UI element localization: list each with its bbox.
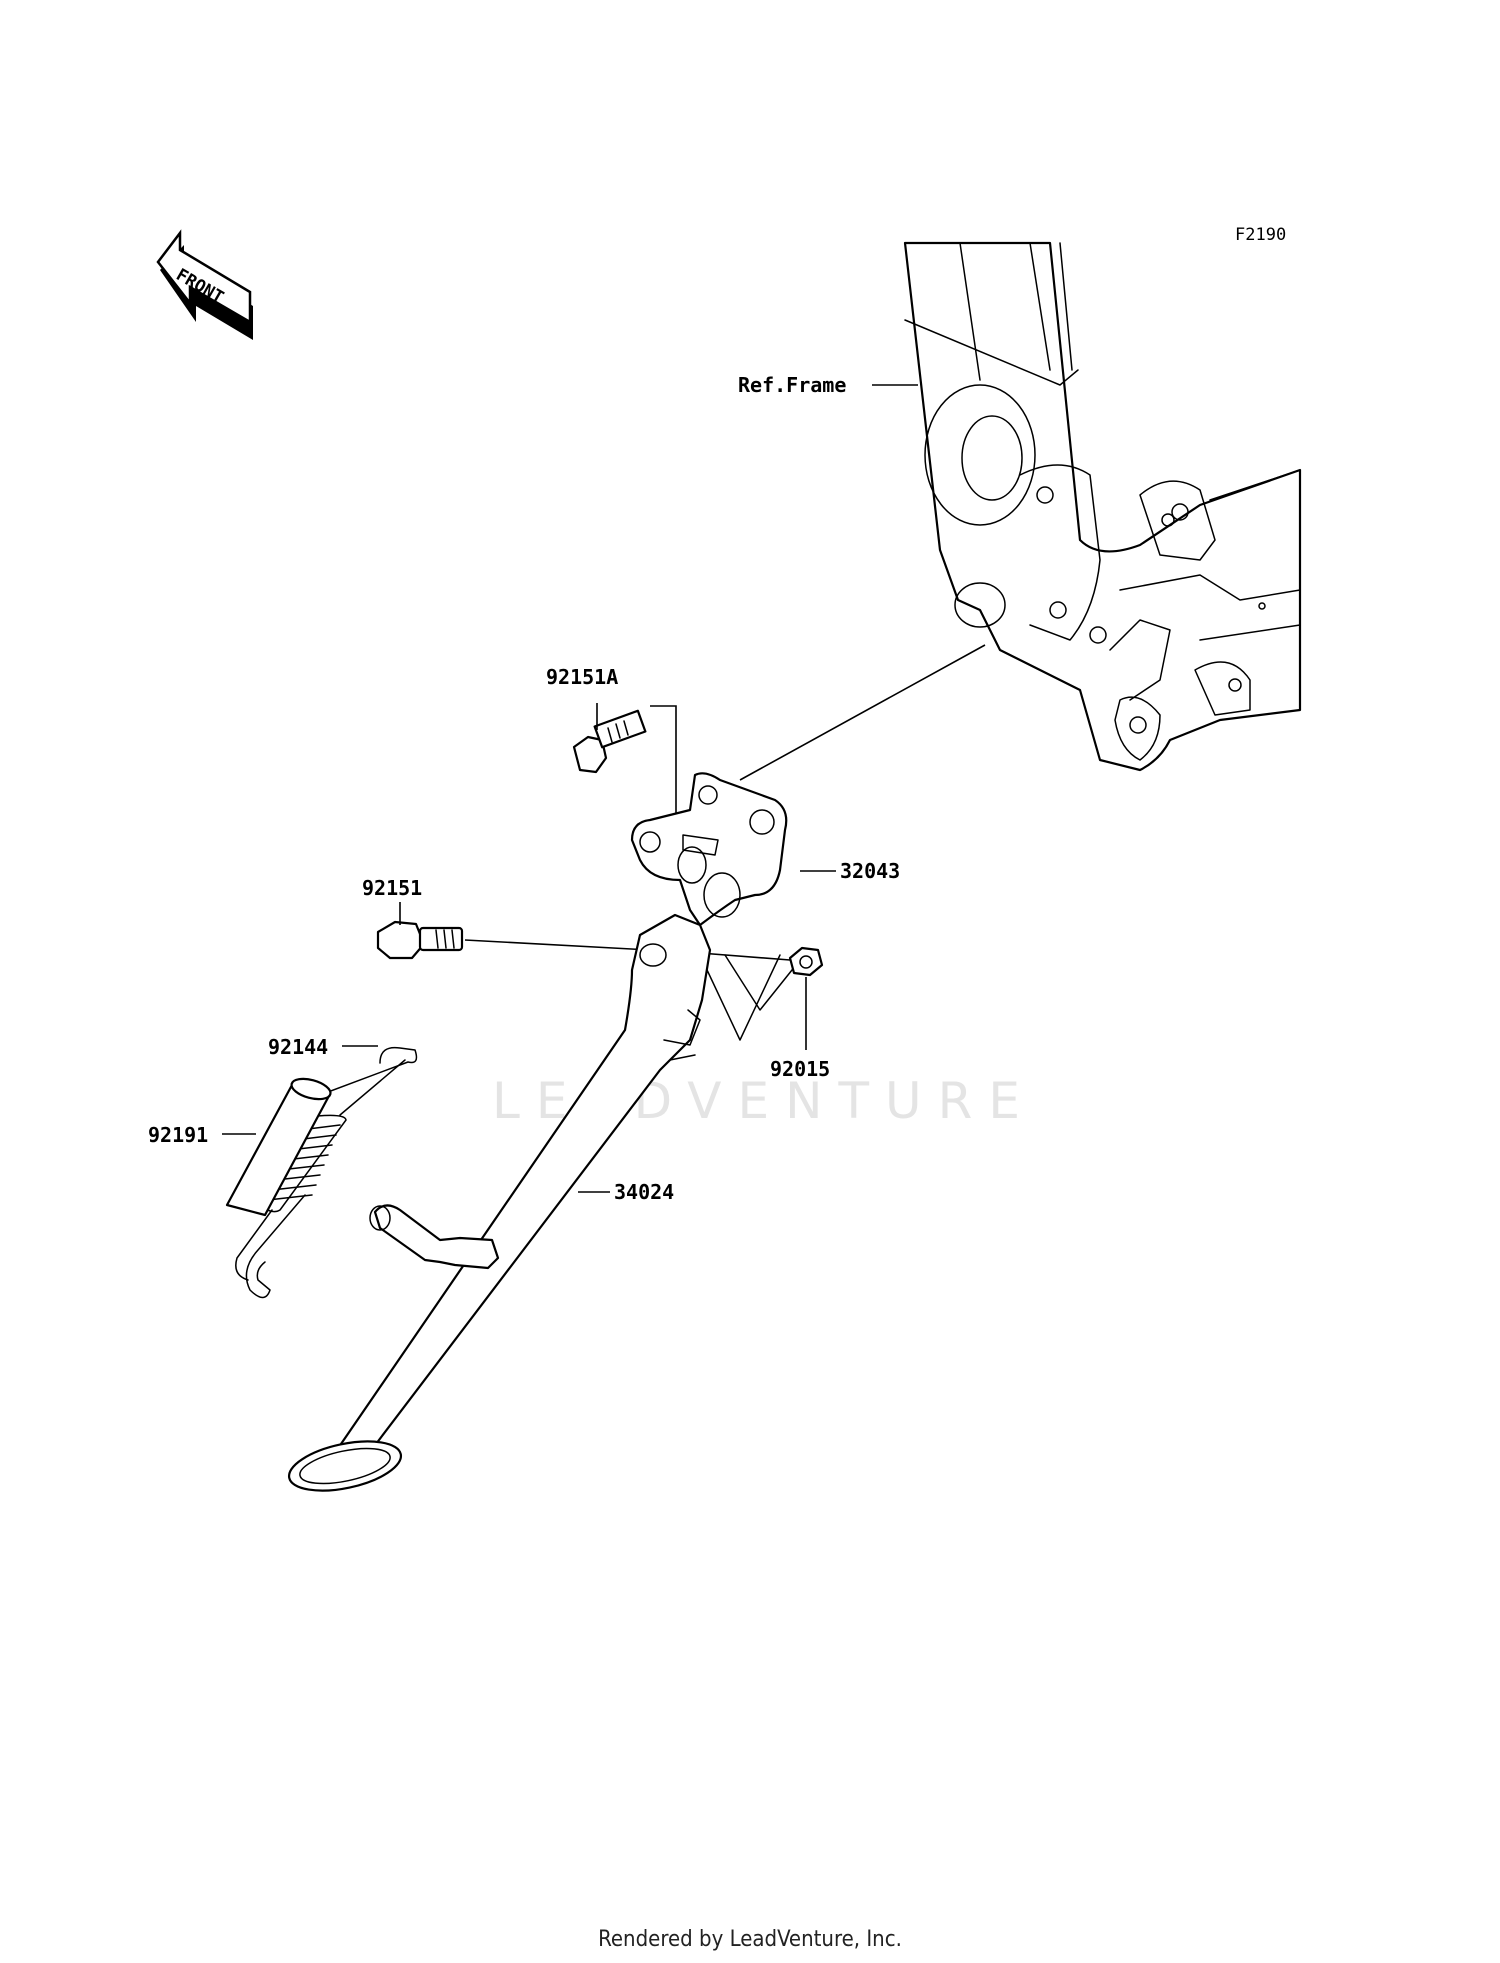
bolt-to-stand-leader: [464, 939, 651, 951]
part-label-34024: 34024: [614, 1180, 674, 1204]
ref-frame-label: Ref.Frame: [738, 373, 846, 397]
front-arrow-icon: FRONT: [156, 229, 253, 340]
leader-92151a: [596, 703, 677, 838]
bolt-92151: [376, 920, 464, 960]
part-label-92144: 92144: [268, 1035, 328, 1059]
part-label-92151: 92151: [362, 876, 422, 900]
nut-92015: [788, 946, 824, 977]
part-label-32043: 32043: [840, 859, 900, 883]
figure-code: F2190: [1235, 225, 1286, 245]
footer-credit: Rendered by LeadVenture, Inc.: [598, 1927, 902, 1952]
part-label-92015: 92015: [770, 1057, 830, 1081]
part-label-92151a: 92151A: [546, 665, 618, 689]
part-label-92191: 92191: [148, 1123, 208, 1147]
bolt-92151a: [572, 709, 647, 774]
bracket-to-frame-leader: [739, 644, 986, 781]
frame-drawing: [903, 241, 1302, 772]
stand-to-nut-leader: [699, 952, 791, 961]
tube-92191: [225, 1077, 332, 1217]
side-stand-34024: [287, 913, 712, 1492]
bracket-32043: [630, 772, 788, 927]
spring-92144: [235, 1046, 418, 1299]
